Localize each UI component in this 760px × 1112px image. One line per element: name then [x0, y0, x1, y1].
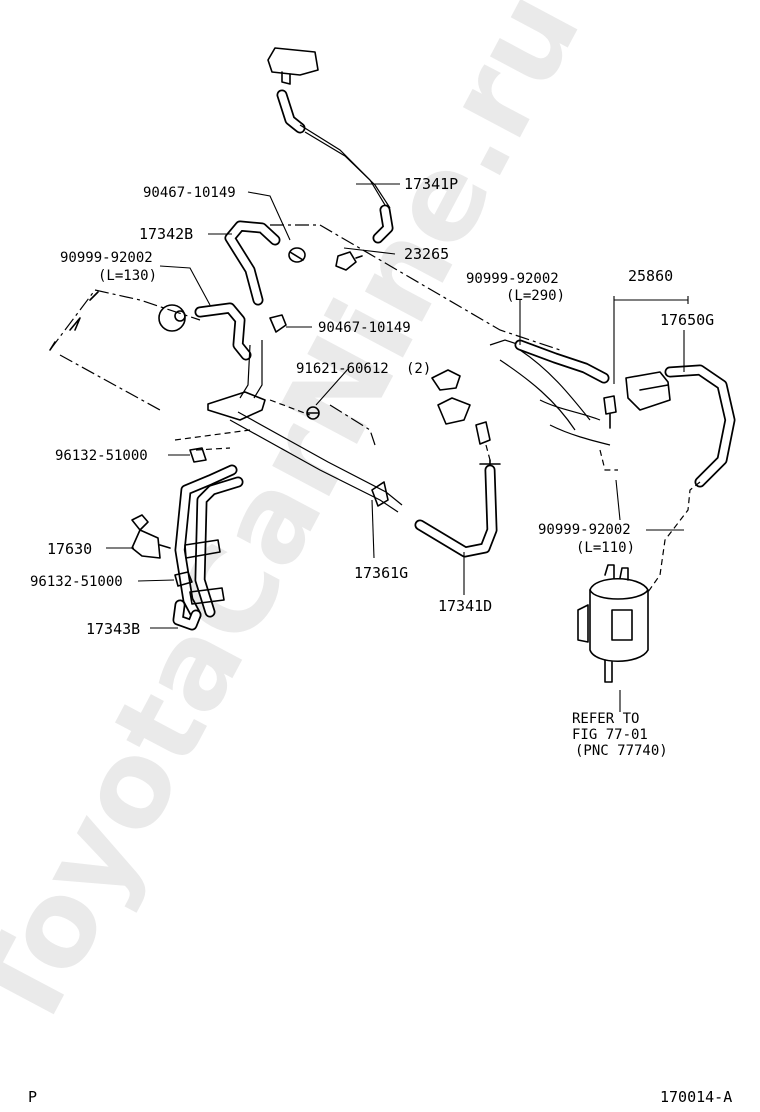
watermark-text: ToyotaCarNine.ru: [0, 0, 607, 1053]
clip-90467-lower: [269, 314, 287, 333]
throttle-region: [489, 339, 618, 471]
callout-91621: 91621-60612: [296, 361, 389, 377]
callout-17341d: 17341D: [438, 597, 492, 615]
refer-note-line2: FIG 77-01: [572, 727, 648, 743]
refer-note-line1: REFER TO: [572, 711, 639, 727]
callout-23265: 23265: [404, 245, 449, 263]
clip-96132-lower: [174, 571, 193, 587]
hose-90999-l290: [514, 339, 610, 384]
callout-90999-l290: 90999-92002: [466, 271, 559, 287]
callout-96132-lower: 96132-51000: [30, 574, 123, 590]
callout-17343b: 17343B: [86, 620, 140, 638]
hose-17341p: [267, 47, 394, 244]
callout-90999-l290-length: (L=290): [506, 288, 565, 304]
clip-96132-upper: [189, 447, 207, 463]
callout-90999-l130: 90999-92002: [60, 250, 153, 266]
callout-labels: 17341P 90467-10149 17342B 23265 90999-92…: [30, 175, 714, 759]
callout-17341p: 17341P: [404, 175, 458, 193]
callout-90999-l110-length: (L=110): [576, 540, 635, 556]
vsv-17650g: [603, 364, 736, 593]
hose-90999-l130: [158, 302, 252, 361]
clip-90467-upper: [288, 247, 306, 263]
callout-91621-qty: (2): [406, 361, 431, 377]
refer-note-line3: (PNC 77740): [575, 743, 668, 759]
leader-lines: [106, 183, 689, 712]
valve-23265: [335, 251, 363, 271]
callout-90467-upper: 90467-10149: [143, 185, 236, 201]
callout-17361g: 17361G: [354, 564, 408, 582]
hose-17341d: [414, 464, 498, 558]
pipe-17361g: [207, 340, 403, 513]
engine-outline: [49, 224, 561, 446]
hose-17342b: [224, 220, 281, 306]
charcoal-canister: [577, 564, 649, 683]
callout-90467-lower: 90467-10149: [318, 320, 411, 336]
callout-96132-upper: 96132-51000: [55, 448, 148, 464]
callout-90999-l130-length: (L=130): [98, 268, 157, 284]
callout-90999-l110: 90999-92002: [538, 522, 631, 538]
tube-bundle-17343b: [172, 429, 251, 631]
callout-17342b: 17342B: [139, 225, 193, 243]
figure-code: 170014-A: [660, 1088, 732, 1106]
footer-left-code: P: [28, 1088, 37, 1106]
vsv-17630: [131, 514, 171, 559]
callout-17630: 17630: [47, 540, 92, 558]
callout-25860: 25860: [628, 267, 673, 285]
bolt-91621: [306, 406, 320, 420]
callout-17650g: 17650G: [660, 311, 714, 329]
